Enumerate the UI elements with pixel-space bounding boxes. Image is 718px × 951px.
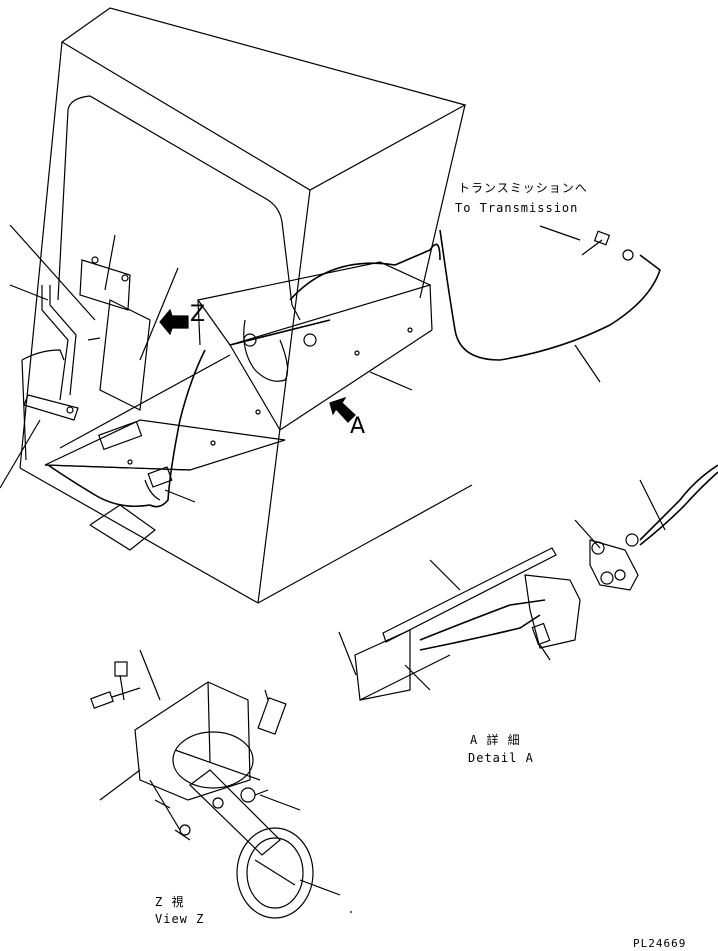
transmission-label-jp: トランスミッションへ	[458, 181, 588, 195]
cab-body	[19, 7, 473, 604]
detail-a-drawing	[338, 464, 718, 701]
view-z-title-jp: Z 視	[155, 895, 185, 909]
leader-lines	[0, 224, 603, 551]
view-arrow-z-label: Z	[190, 302, 206, 327]
part-number: PL24669	[633, 937, 687, 950]
bracket-assembly	[21, 256, 151, 461]
speedometer-cable	[47, 229, 661, 508]
instrument-console	[44, 261, 433, 471]
view-z-title-en: View Z	[155, 912, 205, 926]
detail-a-title-jp: A 詳 細	[470, 733, 521, 747]
arrow-icon	[159, 308, 356, 423]
detail-a-title-en: Detail A	[468, 751, 534, 765]
transmission-label-en: To Transmission	[455, 201, 579, 215]
view-arrow-a-label: A	[350, 414, 366, 439]
view-z-drawing	[90, 649, 352, 919]
